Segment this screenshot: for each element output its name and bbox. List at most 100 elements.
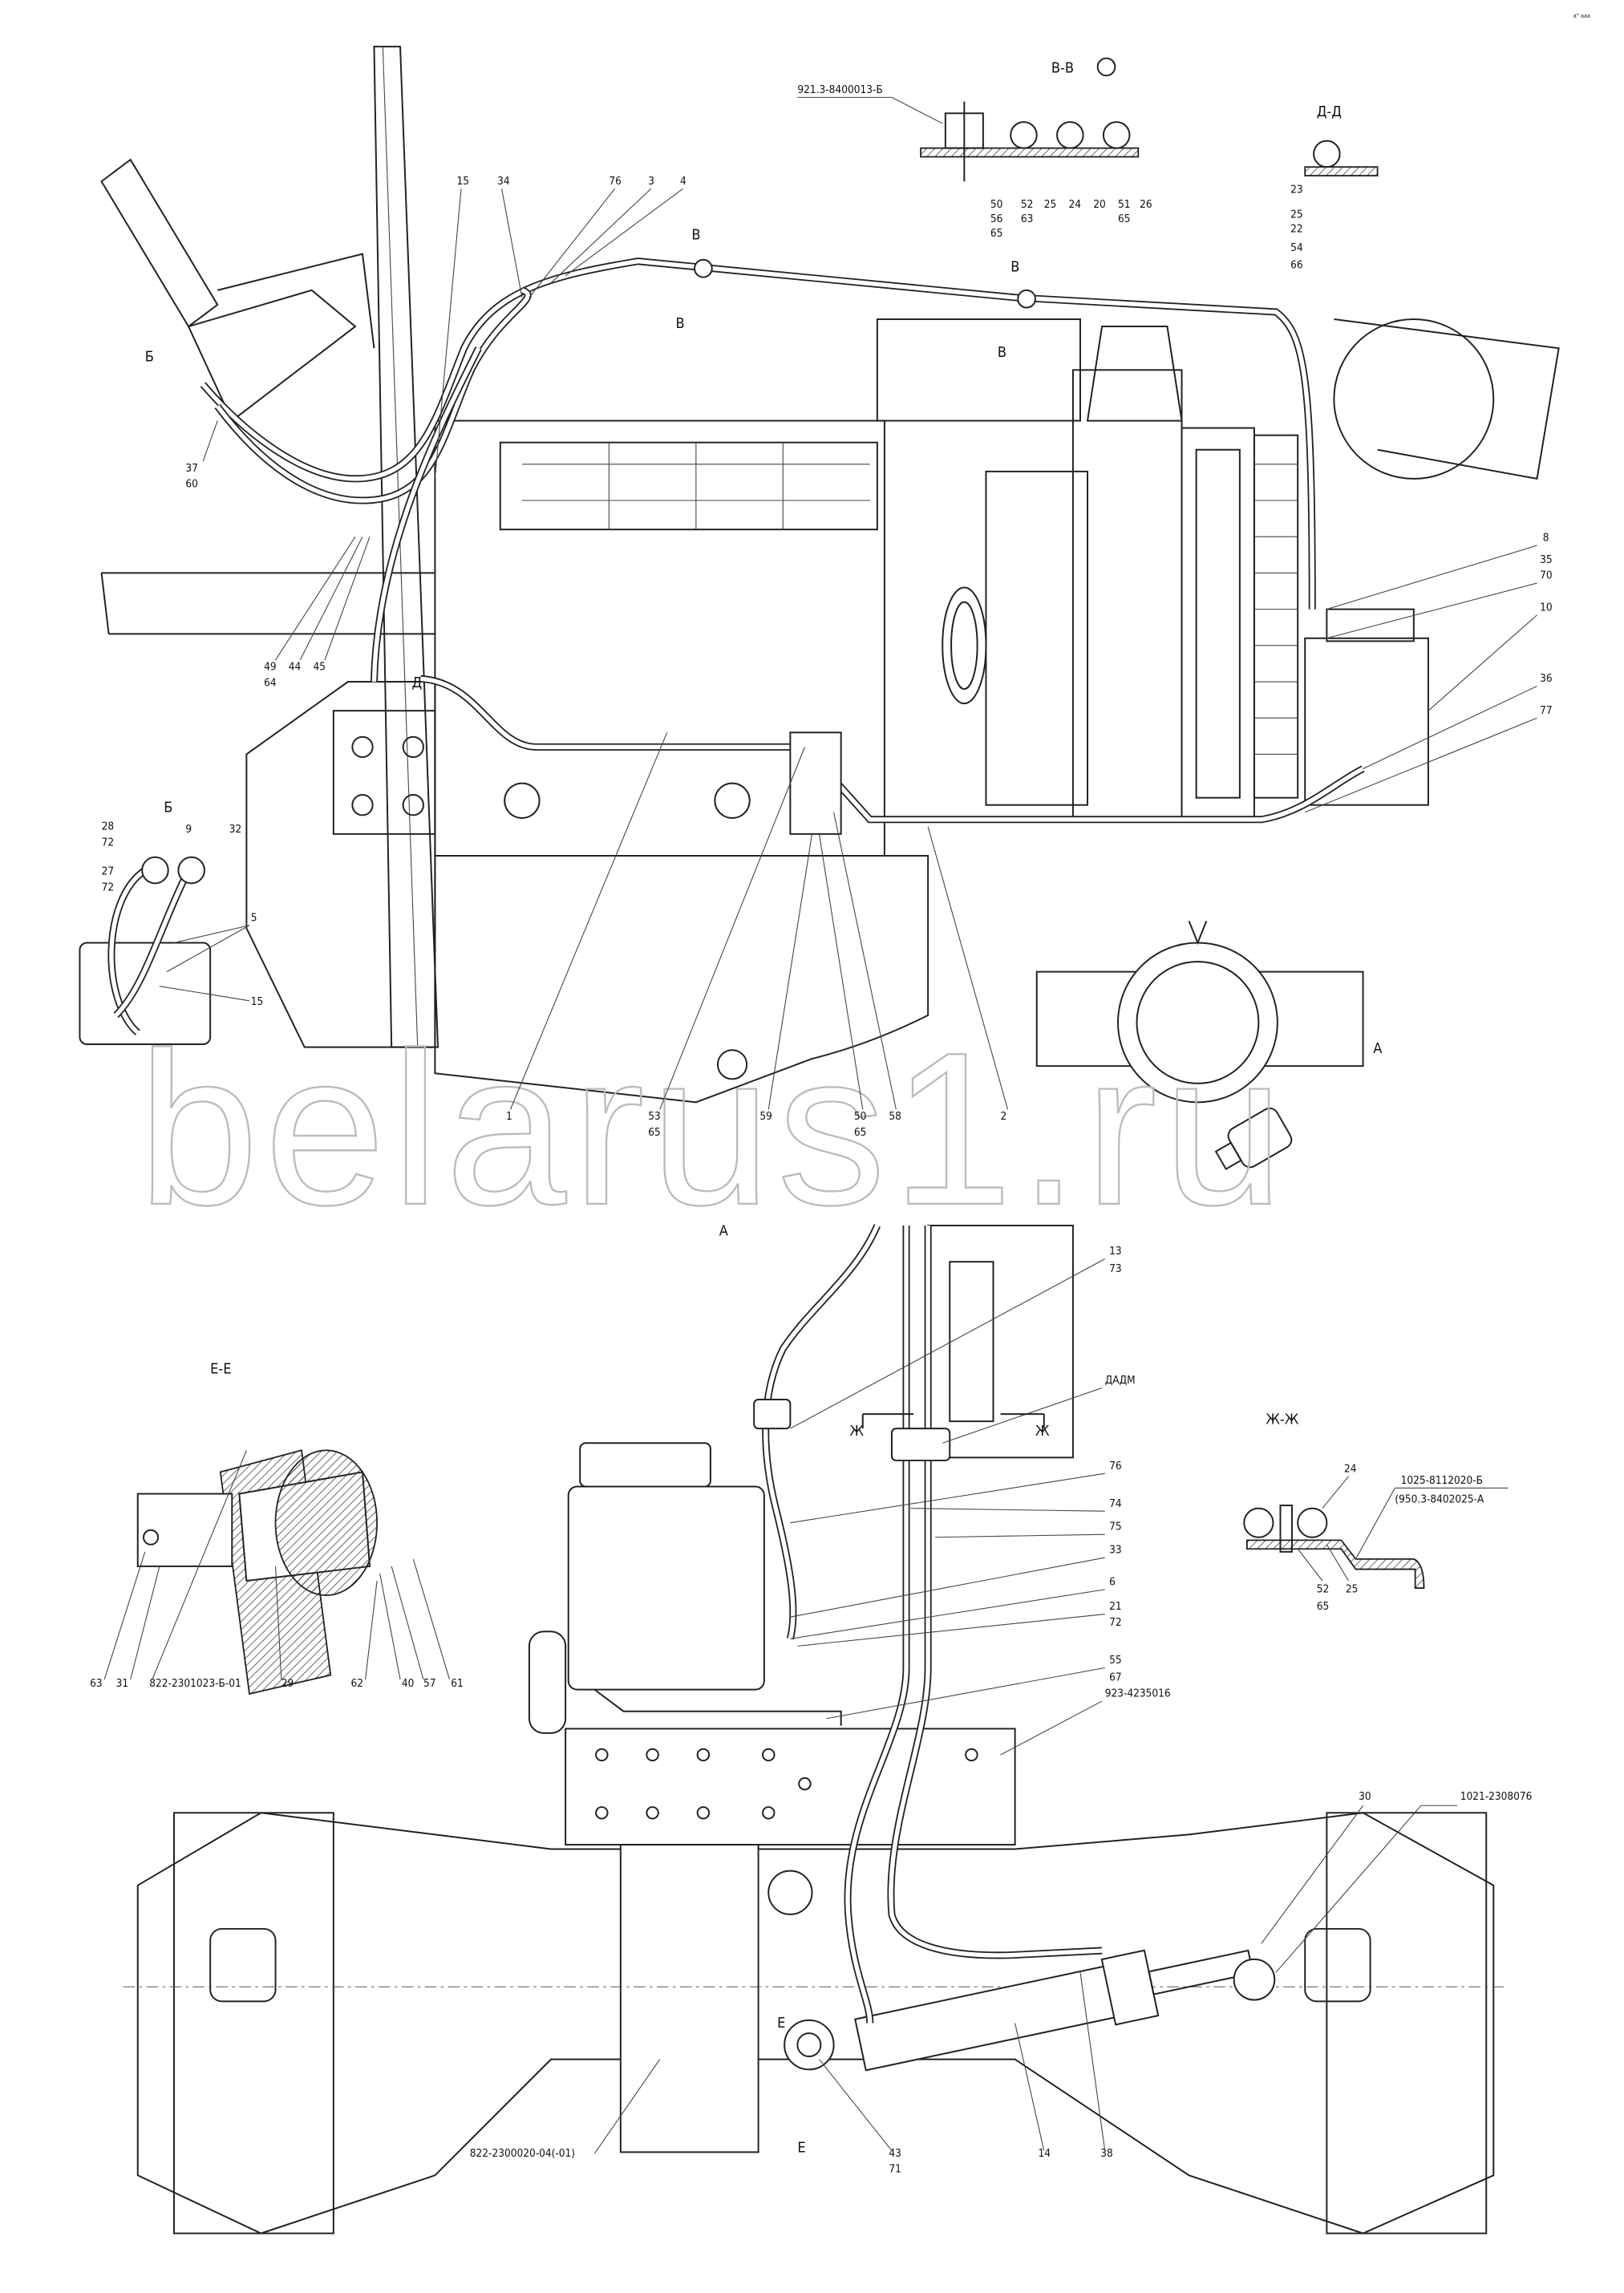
callout: 30	[1359, 1790, 1371, 1803]
section-title: Е-Е	[210, 1360, 231, 1377]
callout: 51	[1118, 198, 1131, 211]
frame-column	[373, 46, 439, 1048]
callout: 70	[1540, 569, 1553, 582]
callout: 65	[1118, 213, 1131, 225]
callout: 73	[1109, 1262, 1122, 1275]
callout: 72	[1109, 1616, 1122, 1629]
callout: 38	[1100, 2147, 1113, 2160]
callout: 72	[102, 836, 115, 849]
cut-mark: В	[1010, 258, 1019, 275]
callout: 60	[185, 478, 198, 491]
callout: 28	[102, 820, 115, 833]
callout: 5	[251, 911, 257, 924]
callout: 1021-2308076	[1460, 1790, 1533, 1803]
callout: 822-2301023-Б-01	[149, 1677, 241, 1690]
callout: 15	[251, 995, 264, 1008]
callout: 52	[1021, 198, 1034, 211]
callout: 65	[990, 227, 1003, 240]
section-v-v: В-В 921.3-8400013-Б 50 56 65 52 63 25 24…	[797, 57, 1152, 240]
callout: 23	[1290, 184, 1303, 196]
callout: 37	[185, 462, 198, 475]
callout: 25	[1346, 1582, 1359, 1595]
callout: 22	[1290, 223, 1303, 236]
pipe-clamp	[789, 731, 842, 835]
corner-mark: а° ааа	[1573, 12, 1590, 19]
callout: 71	[889, 2163, 901, 2176]
callout: 75	[1109, 1521, 1122, 1533]
callout: 2	[1001, 1110, 1007, 1123]
callout: 49	[264, 661, 277, 674]
view-a: А	[123, 1223, 1533, 2234]
cut-mark: Е	[797, 2139, 805, 2156]
section-d-d: Д-Д 23 25 22 54 66	[1290, 103, 1379, 272]
callout: 59	[759, 1110, 772, 1123]
callout: 20	[1093, 198, 1106, 211]
callout: 72	[102, 881, 115, 893]
callout: 65	[854, 1126, 867, 1139]
callout: 45	[314, 661, 326, 674]
view-title: А	[719, 1223, 728, 1240]
radiator	[1181, 427, 1255, 820]
callout: 65	[648, 1126, 661, 1139]
section-title: Д-Д	[1317, 103, 1342, 120]
callout: 65	[1317, 1600, 1330, 1613]
cut-mark: Ж	[850, 1423, 865, 1440]
callout: (950.3-8402025-А	[1395, 1493, 1484, 1505]
callout: 31	[116, 1677, 129, 1690]
callout: 9	[185, 823, 192, 836]
pulley	[942, 586, 987, 705]
callout: 36	[1540, 672, 1553, 685]
callout: 14	[1039, 2147, 1051, 2160]
callout: 76	[1109, 1460, 1122, 1473]
air-cleaner	[1333, 318, 1495, 480]
callout: 55	[1109, 1654, 1122, 1667]
part-number: 921.3-8400013-Б	[797, 83, 882, 96]
axle-housing	[619, 1844, 759, 2153]
callout: 66	[1290, 259, 1303, 272]
callout: 13	[1109, 1245, 1122, 1258]
cut-mark: Ж	[1035, 1423, 1050, 1440]
watermark: belarus1.ru	[138, 1007, 1290, 1250]
callout: 3	[648, 175, 654, 188]
callout: 8	[1543, 532, 1549, 545]
callout: 57	[423, 1677, 436, 1690]
cut-mark: Е	[777, 2015, 785, 2032]
cut-mark: Д	[411, 675, 422, 691]
callout: 58	[889, 1110, 901, 1123]
section-e-e: Е-Е 63 31 822-2301023-Б-01 29 62 40 57 6…	[90, 1360, 464, 1695]
callout: 822-2300020-04(-01)	[470, 2147, 575, 2160]
cut-mark: Б	[145, 348, 154, 365]
callout: 29	[281, 1677, 294, 1690]
callout: 56	[990, 213, 1003, 225]
callout: 44	[289, 661, 302, 674]
cut-mark: В	[676, 315, 685, 332]
cut-mark: А	[1373, 1040, 1382, 1057]
callout: 21	[1109, 1600, 1122, 1613]
callout: 63	[1021, 213, 1034, 225]
callout: 50	[990, 198, 1003, 211]
callout: 15	[457, 175, 470, 188]
side-view-callouts: 15 34 76 3 4 В В В В Б Д А 37 60 49 64 4…	[145, 175, 1553, 1139]
section-title: В-В	[1051, 60, 1074, 77]
callout: 4	[680, 175, 686, 188]
callout: 40	[402, 1677, 415, 1690]
section-title: Ж-Ж	[1266, 1412, 1298, 1428]
callout: 32	[229, 823, 242, 836]
callout: 26	[1140, 198, 1152, 211]
callout: 43	[889, 2147, 901, 2160]
cut-mark: В	[691, 227, 700, 244]
callout: 76	[609, 175, 622, 188]
callout: 54	[1290, 241, 1303, 254]
callout: 62	[351, 1677, 364, 1690]
callout: 6	[1109, 1575, 1116, 1588]
steering-column	[100, 158, 219, 328]
callout: 77	[1540, 704, 1553, 717]
callout: 53	[648, 1110, 661, 1123]
callout: 67	[1109, 1671, 1122, 1684]
callout: 52	[1317, 1582, 1330, 1595]
callout: 63	[90, 1677, 103, 1690]
view-title: Б	[164, 800, 172, 816]
callout: 33	[1109, 1544, 1122, 1557]
callout: 35	[1540, 553, 1553, 566]
